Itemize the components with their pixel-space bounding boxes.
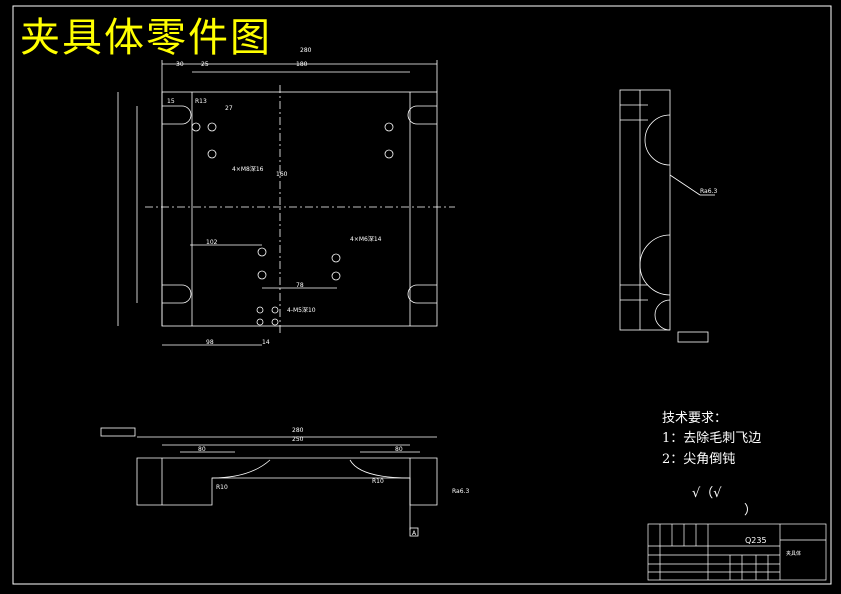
dim-14: 14 (262, 339, 270, 346)
dim-15: 15 (167, 98, 175, 105)
dim-25: 25 (201, 61, 209, 68)
dim-102: 102 (206, 239, 218, 246)
drawing-frame (12, 5, 832, 585)
dim-80-a: 80 (198, 446, 206, 453)
roughness-note: √（√ (692, 486, 722, 501)
dim-80-b: 80 (395, 446, 403, 453)
side-view (619, 89, 715, 343)
dim-250-front: 250 (292, 436, 304, 443)
title-block (647, 523, 827, 581)
dim-30: 30 (176, 61, 184, 68)
dim-160: 160 (276, 171, 288, 178)
drawing-title: 夹具体零件图 (20, 15, 272, 61)
dim-180: 180 (296, 61, 308, 68)
material-label: Q235 (745, 536, 767, 545)
plan-view (117, 60, 455, 346)
tech-req-item-1: 1：去除毛刺飞边 (662, 431, 762, 446)
dim-98: 98 (206, 339, 214, 346)
dim-27: 27 (225, 105, 233, 112)
dim-78: 78 (296, 282, 304, 289)
section-label: A (412, 530, 417, 537)
dim-r10-b: R10 (372, 478, 384, 485)
ra-note-front: Ra6.3 (452, 488, 469, 495)
hole-note-2: 4×M6深14 (350, 235, 382, 243)
dim-280: 280 (300, 47, 312, 54)
ra-note-side: Ra6.3 (700, 188, 717, 195)
roughness-note-close: ） (744, 503, 758, 518)
front-section (100, 427, 438, 537)
hole-note-3: 4-M5深10 (287, 306, 316, 314)
dim-r13: R13 (195, 98, 207, 105)
tech-req-heading: 技术要求： (662, 411, 728, 426)
tech-req-item-2: 2：尖角倒钝 (662, 452, 736, 467)
dim-r10-a: R10 (216, 484, 228, 491)
hole-note-1: 4×M8深16 (232, 165, 264, 173)
part-name: 夹具体 (786, 550, 801, 557)
dim-280-front: 280 (292, 427, 304, 434)
